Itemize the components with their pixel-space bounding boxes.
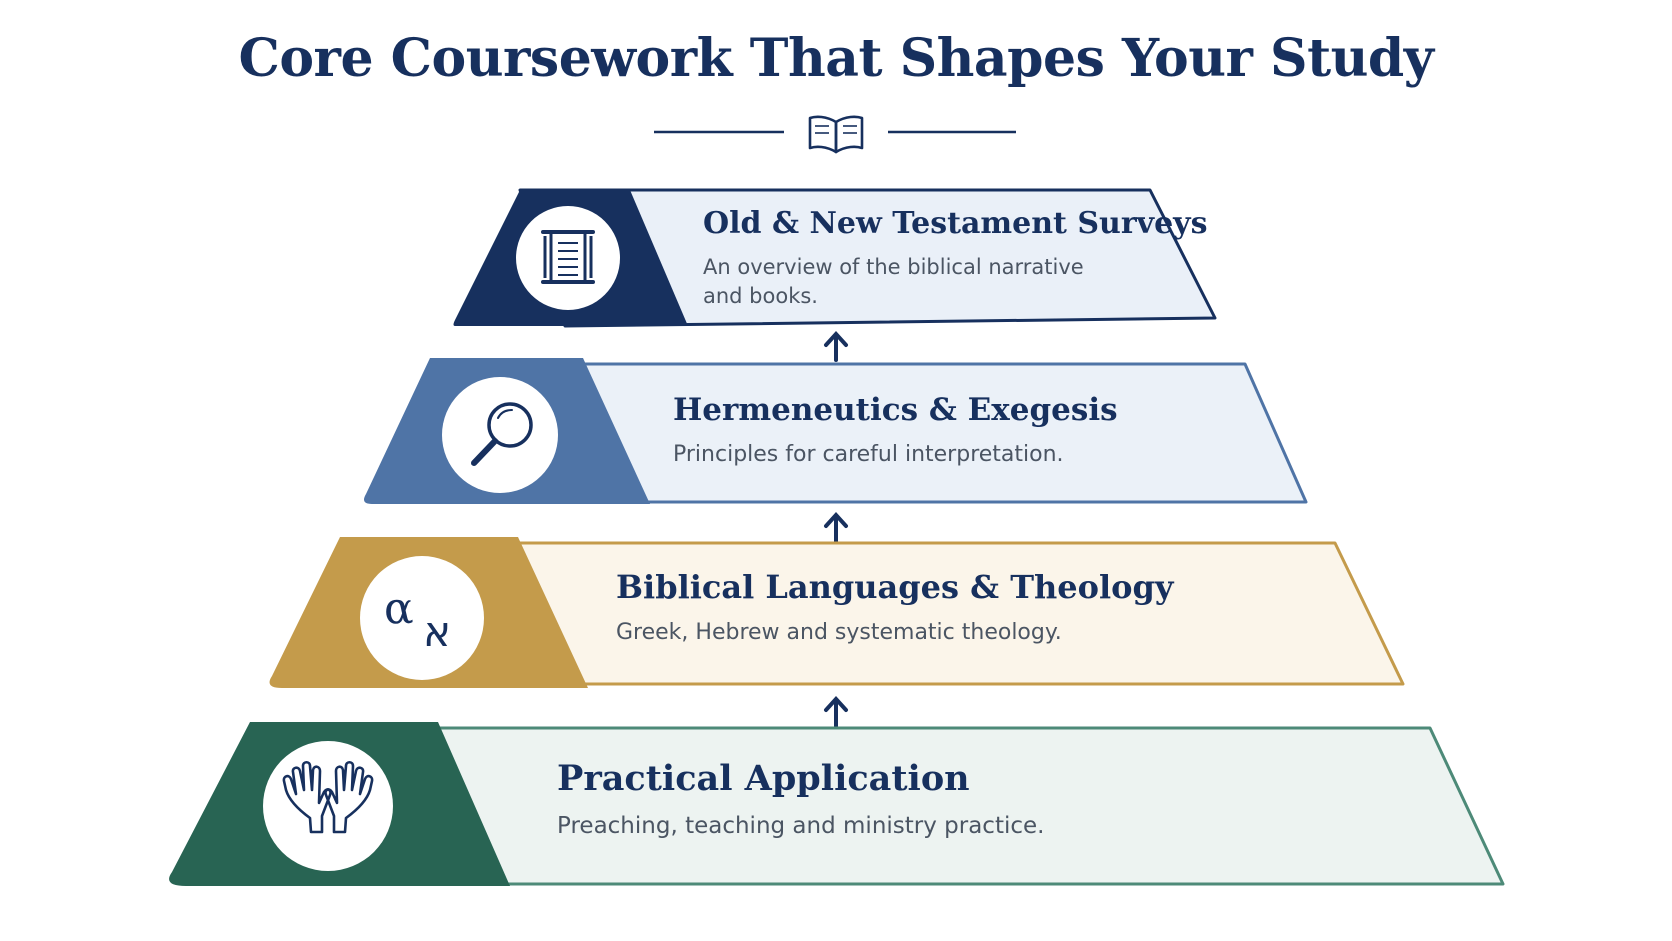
tier-2-heading: Hermeneutics & Exegesis bbox=[673, 392, 1118, 428]
tier-4-text: Practical Application Preaching, teachin… bbox=[557, 758, 1044, 843]
magnifier-icon bbox=[471, 402, 533, 466]
arrow-up-icon bbox=[824, 696, 848, 728]
scroll-icon bbox=[541, 230, 595, 284]
tier-3: α א bbox=[269, 537, 1405, 688]
page-title: Core Coursework That Shapes Your Study bbox=[238, 28, 1434, 89]
arrow-up-icon bbox=[824, 331, 848, 362]
tier-3-icon-badge bbox=[360, 556, 484, 680]
alpha-aleph-icon: α א bbox=[384, 583, 451, 656]
open-book-icon bbox=[808, 115, 864, 154]
tier-1-heading: Old & New Testament Surveys bbox=[703, 206, 1208, 241]
alpha-glyph: α bbox=[384, 583, 414, 634]
tier-1-text: Old & New Testament Surveys An overview … bbox=[703, 206, 1207, 311]
tier-2-text: Hermeneutics & Exegesis Principles for c… bbox=[673, 392, 1118, 470]
title-divider bbox=[654, 115, 1016, 154]
tier-3-text: Biblical Languages & Theology Greek, Heb… bbox=[616, 568, 1173, 648]
tier-4 bbox=[169, 722, 1505, 886]
arrow-up-icon bbox=[824, 512, 848, 544]
tier-2-description: Principles for careful interpretation. bbox=[673, 442, 1064, 467]
tier-2-icon-badge bbox=[442, 377, 558, 493]
tier-2 bbox=[364, 358, 1308, 504]
tier-1-description: An overview of the biblical narrative an… bbox=[703, 255, 1084, 308]
tier-4-icon-badge bbox=[263, 741, 393, 871]
tier-1 bbox=[453, 188, 1217, 328]
tier-3-heading: Biblical Languages & Theology bbox=[616, 568, 1174, 606]
tier-4-description: Preaching, teaching and ministry practic… bbox=[557, 813, 1045, 839]
praying-hands-icon bbox=[282, 760, 374, 834]
tier-3-description: Greek, Hebrew and systematic theology. bbox=[616, 620, 1062, 645]
aleph-glyph: א bbox=[423, 607, 451, 656]
tier-4-heading: Practical Application bbox=[557, 758, 970, 799]
